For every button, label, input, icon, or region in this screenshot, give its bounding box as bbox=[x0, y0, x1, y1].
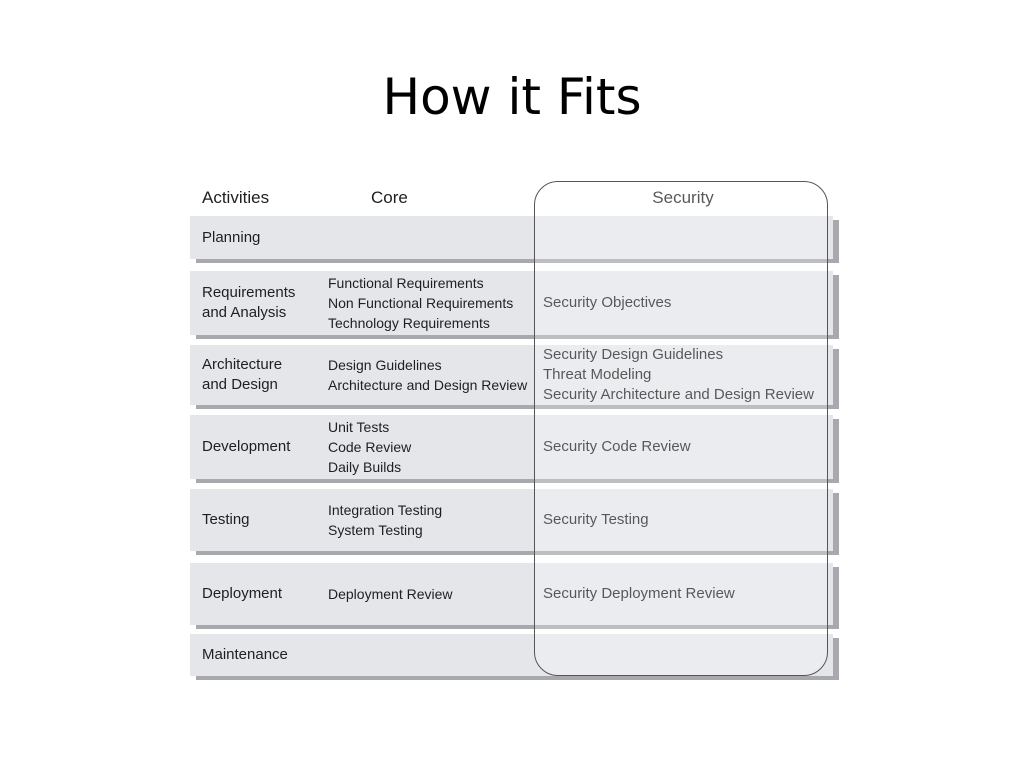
activity-cell: Maintenance bbox=[202, 634, 324, 676]
slide-title: How it Fits bbox=[382, 68, 642, 126]
activity-label: and Analysis bbox=[202, 304, 287, 321]
activity-label: Testing bbox=[202, 511, 250, 528]
security-cell: Security Deployment Review bbox=[543, 563, 833, 625]
core-item: Technology Requirements bbox=[328, 315, 490, 331]
security-item: Security Objectives bbox=[543, 294, 672, 311]
activity-label: Development bbox=[202, 438, 291, 455]
activity-cell: Testing bbox=[202, 489, 324, 551]
activity-label: Planning bbox=[202, 228, 261, 246]
activity-label: Architecture bbox=[202, 356, 283, 373]
header-core: Core bbox=[371, 188, 408, 207]
core-item: Design Guidelines bbox=[328, 357, 442, 373]
core-cell: Integration Testing System Testing bbox=[328, 489, 536, 551]
row-architecture: Architecture and Design Design Guideline… bbox=[190, 345, 833, 405]
core-cell: Unit Tests Code Review Daily Builds bbox=[328, 415, 536, 479]
header-activities: Activities bbox=[202, 188, 270, 207]
core-cell: Design Guidelines Architecture and Desig… bbox=[328, 345, 536, 405]
security-item: Security Code Review bbox=[543, 438, 691, 455]
activity-label: Maintenance bbox=[202, 646, 288, 663]
row-requirements: Requirements and Analysis Functional Req… bbox=[190, 271, 833, 335]
security-cell: Security Testing bbox=[543, 489, 833, 551]
activity-cell: Deployment bbox=[202, 563, 324, 625]
core-item: Unit Tests bbox=[328, 419, 390, 435]
activity-cell: Requirements and Analysis bbox=[202, 271, 324, 335]
activity-cell: Architecture and Design bbox=[202, 345, 324, 405]
security-item: Security Deployment Review bbox=[543, 585, 735, 602]
core-item: Non Functional Requirements bbox=[328, 295, 514, 311]
core-item: Deployment Review bbox=[328, 586, 453, 602]
core-cell: Functional Requirements Non Functional R… bbox=[328, 271, 536, 335]
activity-label: and Design bbox=[202, 376, 278, 393]
header-security: Security bbox=[652, 188, 714, 207]
row-testing: Testing Integration Testing System Testi… bbox=[190, 489, 833, 551]
activities-table: Activities Core Security Planning Requir… bbox=[190, 178, 842, 684]
activity-cell: Development bbox=[202, 415, 324, 479]
security-cell: Security Objectives bbox=[543, 271, 833, 335]
activity-label: Deployment bbox=[202, 585, 283, 602]
core-item: Code Review bbox=[328, 439, 412, 455]
security-item: Threat Modeling bbox=[543, 366, 652, 383]
security-cell: Security Code Review bbox=[543, 415, 833, 479]
security-cell: Security Design Guidelines Threat Modeli… bbox=[543, 345, 833, 405]
security-item: Security Design Guidelines bbox=[543, 346, 724, 363]
activity-cell: Planning bbox=[202, 216, 324, 259]
core-item: Architecture and Design Review bbox=[328, 377, 528, 393]
core-item: Integration Testing bbox=[328, 502, 443, 518]
row-development: Development Unit Tests Code Review Daily… bbox=[190, 415, 833, 479]
row-maintenance: Maintenance bbox=[190, 634, 833, 676]
row-planning: Planning bbox=[190, 216, 833, 259]
row-deployment: Deployment Deployment Review Security De… bbox=[190, 563, 833, 625]
core-cell: Deployment Review bbox=[328, 563, 536, 625]
security-item: Security Testing bbox=[543, 511, 649, 528]
core-item: Functional Requirements bbox=[328, 275, 484, 291]
activity-label: Requirements bbox=[202, 284, 296, 301]
security-item: Security Architecture and Design Review bbox=[543, 386, 814, 403]
core-item: Daily Builds bbox=[328, 459, 402, 475]
core-item: System Testing bbox=[328, 522, 423, 538]
